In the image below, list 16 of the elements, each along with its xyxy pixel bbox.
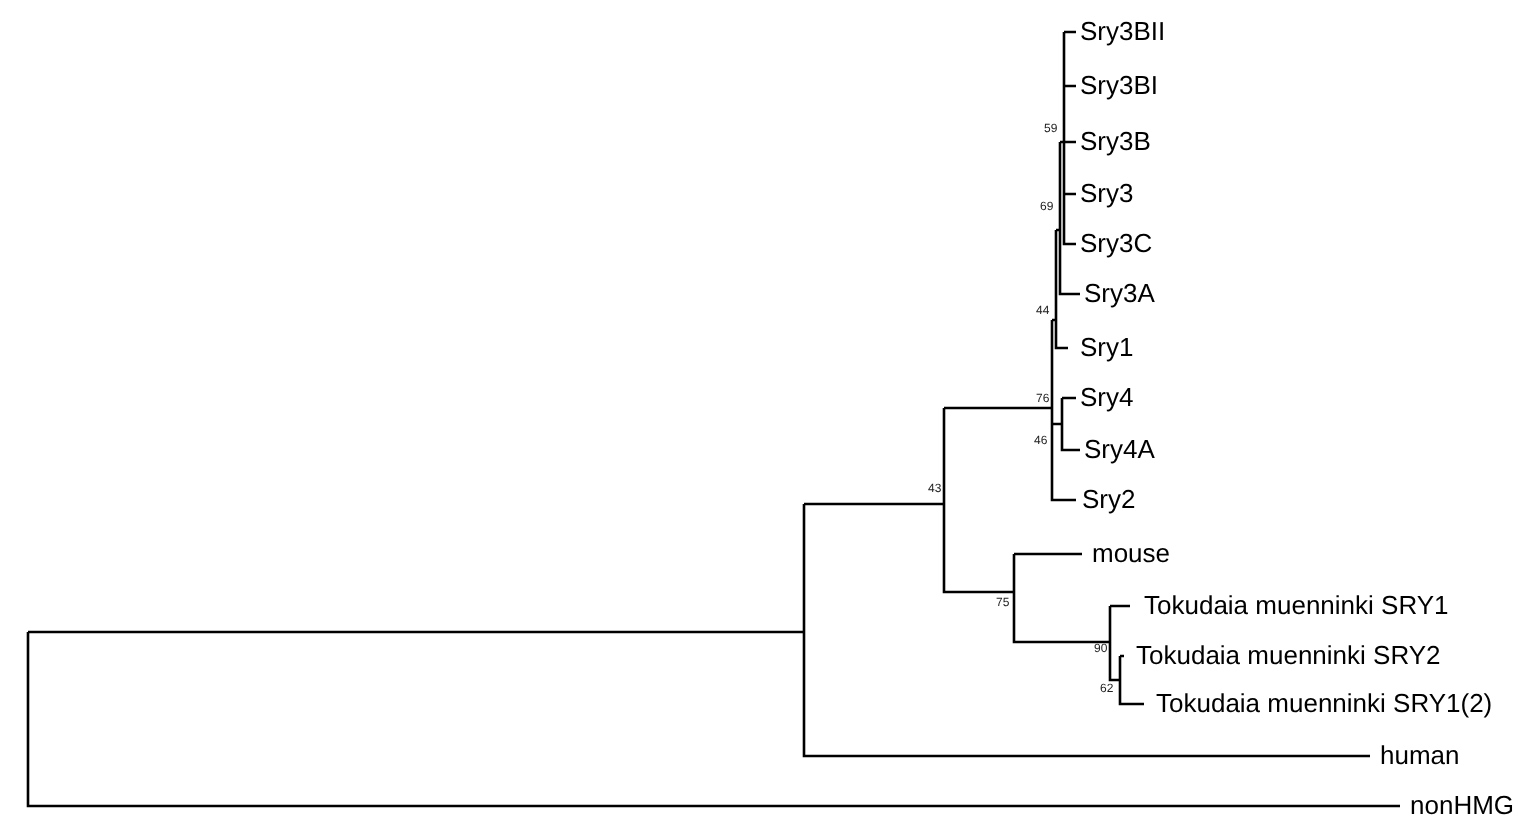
taxon-label: Tokudaia muenninki SRY2 [1136, 642, 1441, 668]
taxon-label: nonHMG [1410, 792, 1515, 818]
taxon-label: Sry3A [1084, 280, 1155, 306]
taxon-label: Sry3BI [1080, 72, 1159, 98]
taxon-label: Sry2 [1082, 486, 1136, 512]
taxon-label: Sry4A [1084, 436, 1155, 462]
taxon-label: Tokudaia muenninki SRY1(2) [1156, 690, 1493, 716]
taxon-label: Sry1 [1080, 334, 1134, 360]
taxon-label: Sry3BII [1080, 18, 1166, 44]
taxon-label: human [1380, 742, 1460, 768]
taxon-label: Sry3C [1080, 230, 1153, 256]
taxon-label: Sry3B [1080, 128, 1151, 154]
taxon-label: Sry4 [1080, 384, 1134, 410]
taxon-label: Tokudaia muenninki SRY1 [1144, 592, 1449, 618]
taxon-label: Sry3 [1080, 180, 1134, 206]
taxon-label: mouse [1092, 540, 1171, 566]
